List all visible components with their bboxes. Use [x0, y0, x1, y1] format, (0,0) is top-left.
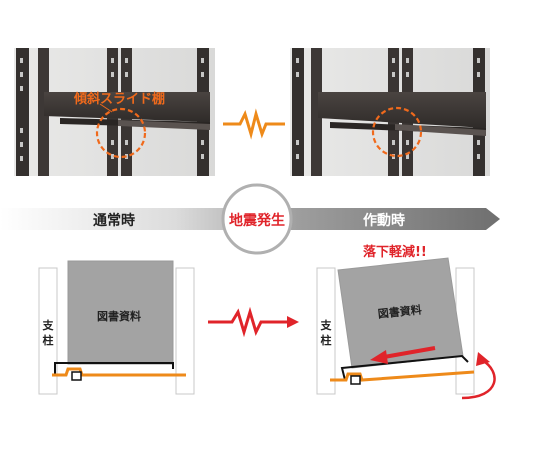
zigzag-connector-top	[223, 108, 285, 140]
diagram-normal	[38, 260, 195, 395]
photo-activated	[290, 48, 490, 176]
diagram-activated	[316, 257, 496, 400]
earthquake-circle	[221, 183, 293, 255]
label-activated: 作動時	[363, 213, 405, 229]
lower-diagrams	[38, 257, 496, 400]
box-label-left: 図書資料	[97, 310, 141, 323]
post-label-left: 支柱	[42, 319, 54, 347]
callout-label: 傾斜スライド棚	[74, 92, 166, 107]
red-zigzag-arrow	[208, 306, 299, 338]
reduction-label: 落下軽減!!	[363, 245, 427, 260]
label-normal: 通常時	[93, 213, 135, 229]
photo-normal	[14, 48, 215, 176]
top-illustration	[14, 48, 490, 176]
label-earthquake: 地震発生	[229, 213, 285, 229]
post-label-right: 支柱	[320, 319, 332, 347]
timeline-band	[0, 183, 500, 255]
